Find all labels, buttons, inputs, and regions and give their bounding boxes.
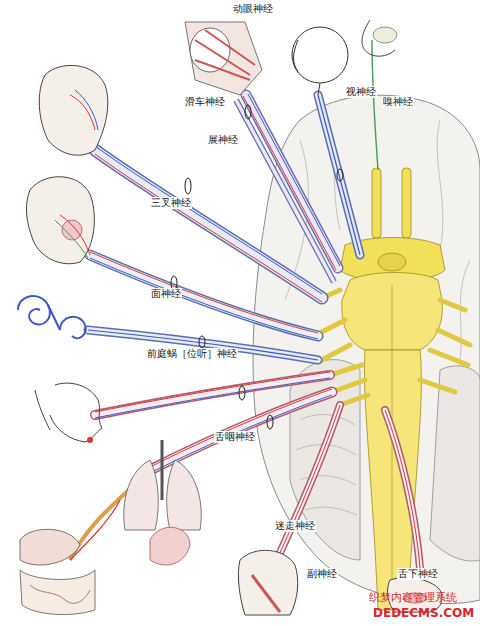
nerve-label: 面神经 (150, 288, 182, 300)
nerve-label: 视神经 (345, 86, 377, 98)
nerve-label: 迷走神经 (274, 520, 316, 532)
nerve-label: 副神经 (306, 568, 338, 580)
nerve-label: 展神经 (207, 134, 239, 146)
nerve-label: 三叉神经 (150, 197, 192, 209)
nerve-label: 嗅神经 (382, 96, 414, 108)
watermark-text: DEDECMS.COM (372, 607, 475, 619)
nerve-label: 滑车神经 (184, 96, 226, 108)
watermark-text: 织梦内容管理系统 (368, 592, 458, 604)
nerve-label: 舌下神经 (397, 568, 439, 580)
nerve-label: 动眼神经 (232, 3, 274, 15)
nerve-label: 舌咽神经 (214, 431, 256, 443)
nerve-label: 前庭蜗［位听］神经 (146, 348, 238, 360)
